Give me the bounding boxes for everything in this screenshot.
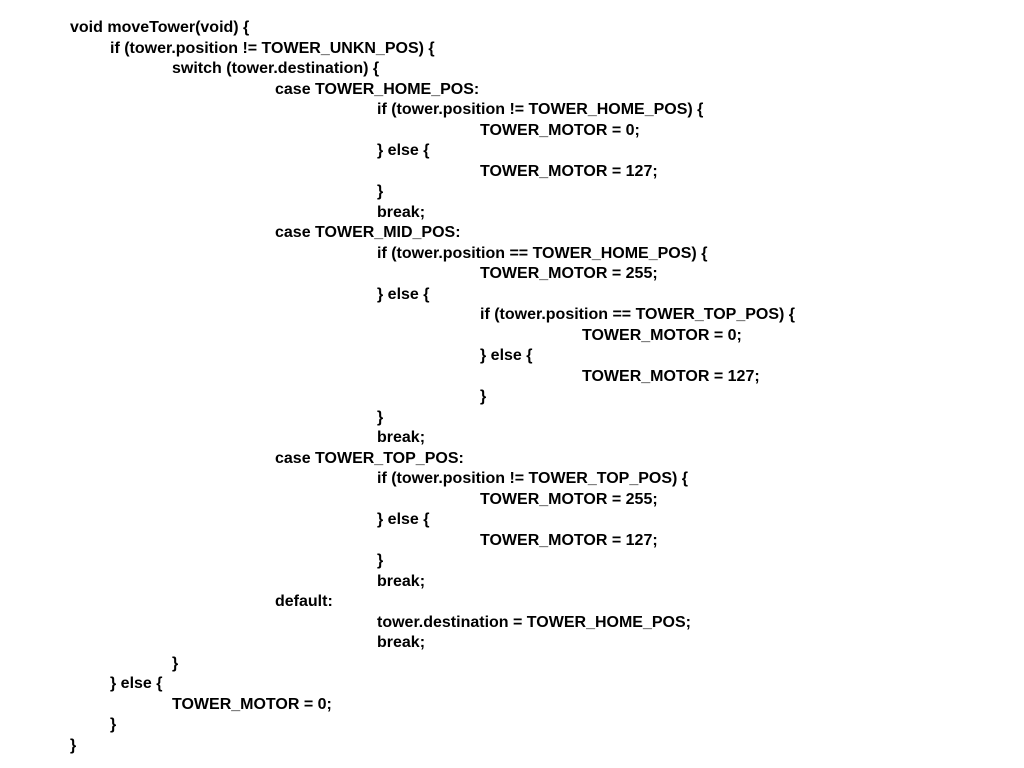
code-line: if (tower.position == TOWER_HOME_POS) { xyxy=(377,245,708,262)
code-line: } xyxy=(377,183,384,200)
code-line: break; xyxy=(377,634,426,651)
code-line: } else { xyxy=(377,511,430,528)
code-line: TOWER_MOTOR = 0; xyxy=(582,327,742,344)
code-line: switch (tower.destination) { xyxy=(172,60,380,77)
code-line: TOWER_MOTOR = 0; xyxy=(480,122,640,139)
code-line: } else { xyxy=(377,142,430,159)
code-line: } xyxy=(172,655,179,672)
code-line: } else { xyxy=(110,675,163,692)
code-line: void moveTower(void) { xyxy=(70,19,250,36)
code-line: tower.destination = TOWER_HOME_POS; xyxy=(377,614,691,631)
code-line: } xyxy=(70,737,77,754)
code-line: } xyxy=(110,716,117,733)
code-line: if (tower.position != TOWER_UNKN_POS) { xyxy=(110,40,435,57)
code-line: TOWER_MOTOR = 127; xyxy=(480,532,658,549)
code-line: TOWER_MOTOR = 255; xyxy=(480,491,658,508)
code-line: break; xyxy=(377,429,426,446)
code-line: } xyxy=(377,552,384,569)
code-line: case TOWER_TOP_POS: xyxy=(275,450,464,467)
code-line: } else { xyxy=(377,286,430,303)
code-line: default: xyxy=(275,593,333,610)
code-line: TOWER_MOTOR = 0; xyxy=(172,696,332,713)
code-line: TOWER_MOTOR = 127; xyxy=(480,163,658,180)
code-line: if (tower.position != TOWER_HOME_POS) { xyxy=(377,101,704,118)
code-line: break; xyxy=(377,573,426,590)
code-line: } else { xyxy=(480,347,533,364)
code-line: if (tower.position != TOWER_TOP_POS) { xyxy=(377,470,688,487)
code-line: break; xyxy=(377,204,426,221)
code-line: } xyxy=(377,409,384,426)
code-line: TOWER_MOTOR = 255; xyxy=(480,265,658,282)
code-line: TOWER_MOTOR = 127; xyxy=(582,368,760,385)
code-line: case TOWER_HOME_POS: xyxy=(275,81,480,98)
code-line: case TOWER_MID_POS: xyxy=(275,224,461,241)
code-line: if (tower.position == TOWER_TOP_POS) { xyxy=(480,306,796,323)
code-line: } xyxy=(480,388,487,405)
